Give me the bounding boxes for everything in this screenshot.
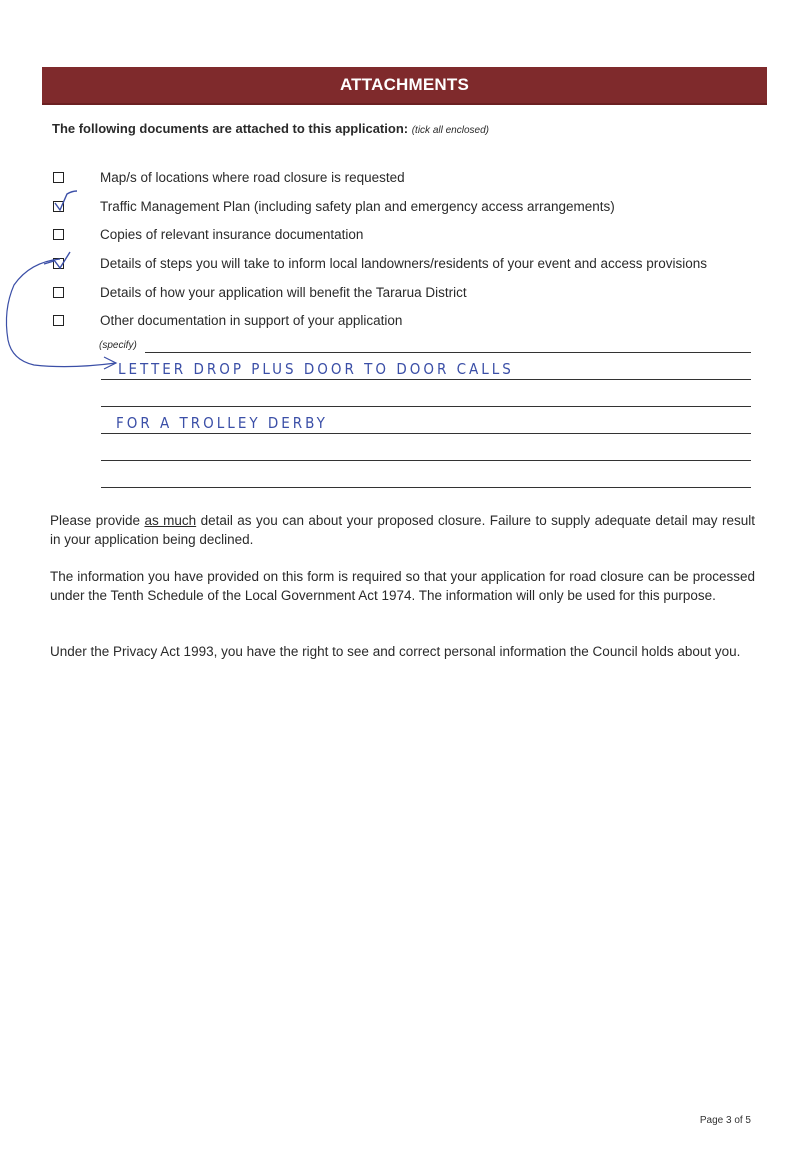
checkbox-checked[interactable] [53, 257, 64, 269]
checkbox[interactable] [53, 286, 64, 298]
paragraph-text: Please provide [50, 513, 145, 528]
checklist-item-insurance[interactable]: Copies of relevant insurance documentati… [52, 224, 752, 244]
paragraph-privacy: Under the Privacy Act 1993, you have the… [50, 644, 741, 659]
specify-line-2[interactable] [101, 379, 751, 380]
arrowhead-icon [103, 356, 118, 370]
specify-line-1[interactable] [145, 352, 751, 353]
handwritten-entry-line-2: FOR A TROLLEY DERBY [116, 414, 328, 432]
attachments-intro: The following documents are attached to … [52, 121, 489, 136]
checklist-label: Traffic Management Plan (including safet… [100, 198, 615, 214]
checklist-item-district-benefit[interactable]: Details of how your application will ben… [52, 282, 752, 302]
handwritten-entry-line-1: LETTER DROP PLUS DOOR TO DOOR CALLS [118, 360, 514, 378]
checklist-label: Map/s of locations where road closure is… [100, 169, 405, 185]
paragraph-detail-request: Please provide as much detail as you can… [50, 511, 755, 549]
intro-text: The following documents are attached to … [52, 121, 409, 136]
checklist-item-other[interactable]: Other documentation in support of your a… [52, 310, 752, 330]
underlined-text: as much [144, 513, 197, 528]
section-header-banner: ATTACHMENTS [42, 67, 767, 105]
checklist-item-traffic-plan[interactable]: Traffic Management Plan (including safet… [52, 196, 752, 216]
checklist-item-inform-residents[interactable]: Details of steps you will take to inform… [52, 253, 752, 273]
page-number: Page 3 of 5 [699, 1115, 751, 1126]
checkbox[interactable] [53, 171, 64, 183]
specify-line-3[interactable] [101, 406, 751, 407]
checklist-label: Details of how your application will ben… [100, 284, 467, 300]
section-title: ATTACHMENTS [339, 75, 470, 94]
specify-line-4[interactable] [101, 433, 751, 434]
paragraph-information-use: The information you have provided on thi… [50, 569, 755, 603]
specify-line-5[interactable] [101, 460, 751, 461]
specify-line-6[interactable] [101, 487, 751, 488]
checklist-label: Details of steps you will take to inform… [100, 255, 708, 271]
checklist-item-maps[interactable]: Map/s of locations where road closure is… [52, 167, 752, 187]
checklist-label: Copies of relevant insurance documentati… [100, 226, 364, 242]
specify-label: (specify) [99, 340, 137, 351]
checkbox-checked[interactable] [53, 200, 64, 212]
checklist-label: Other documentation in support of your a… [100, 312, 403, 328]
checkbox[interactable] [53, 228, 64, 240]
checkbox[interactable] [53, 314, 64, 326]
intro-note: (tick all enclosed) [411, 125, 489, 136]
paragraph-text: detail as you can about your proposed cl… [50, 513, 756, 547]
